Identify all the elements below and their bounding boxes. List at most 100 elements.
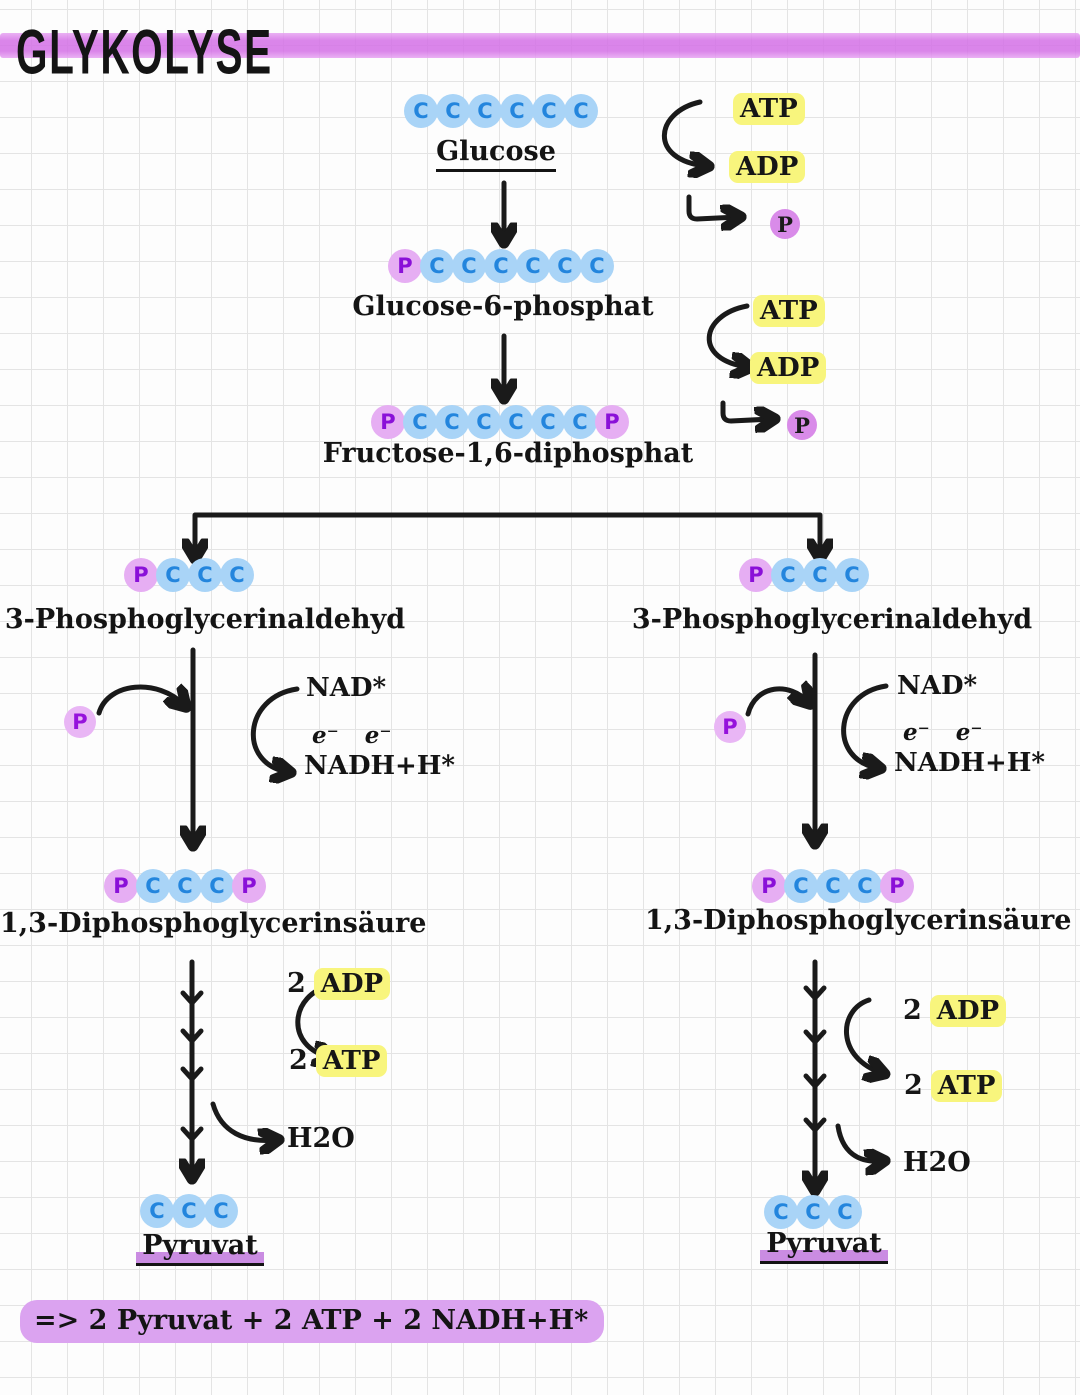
carbon-atom: C xyxy=(136,869,170,903)
carbon-atom: C xyxy=(532,94,566,128)
carbon-atom: C xyxy=(828,1195,862,1229)
atp-label-step2: ATP xyxy=(753,295,825,327)
carbon-atom: C xyxy=(156,558,190,592)
adp-label-step2: ADP xyxy=(750,352,827,384)
carbon-atom: C xyxy=(467,405,501,439)
electrons-label-left: e⁻ e⁻ xyxy=(312,722,392,749)
page-title: GLYKOLYSE xyxy=(16,17,273,88)
carbon-atom: C xyxy=(771,558,805,592)
carbon-atom: C xyxy=(580,249,614,283)
arrow-p-release-2 xyxy=(720,400,772,421)
adp-count-right: 2 xyxy=(903,995,922,1026)
carbon-atom: C xyxy=(484,249,518,283)
carbon-atom: C xyxy=(436,94,470,128)
arrow-atp-adp-1 xyxy=(662,99,706,166)
atp-row-left: 2 ATP xyxy=(289,1045,388,1077)
nadh-label-right: NADH+H* xyxy=(894,748,1045,778)
carbon-atom: C xyxy=(200,869,234,903)
carbon-atom: C xyxy=(784,869,818,903)
atp-count-left: 2 xyxy=(289,1045,308,1076)
arrow-nad-nadh-left xyxy=(251,686,300,772)
arrow-nad-nadh-right xyxy=(841,683,889,768)
net-yield-summary: => 2 Pyruvat + 2 ATP + 2 NADH+H* xyxy=(20,1300,605,1343)
phosphate-badge-step2: P xyxy=(787,410,817,440)
arrow-atp-adp-2 xyxy=(706,303,748,367)
arrow-p-in-left xyxy=(96,687,184,716)
carbon-atom: C xyxy=(188,558,222,592)
phosphate-atom: P xyxy=(124,558,158,592)
arrow-tick xyxy=(803,1117,827,1133)
carbon-atom: C xyxy=(204,1194,238,1228)
electrons-label-right: e⁻ e⁻ xyxy=(903,719,983,746)
phosphate-in-right: P xyxy=(714,711,746,743)
pga-left-label: 3-Phosphoglycerinaldehyd xyxy=(4,604,406,635)
glucose6p-label: Glucose-6-phosphat xyxy=(352,291,654,322)
arrow-tick xyxy=(180,990,204,1006)
arrow-p-in-right xyxy=(745,689,808,717)
carbon-atom: C xyxy=(452,249,486,283)
dpg-right-label: 1,3-Diphosphoglycerinsäure xyxy=(645,905,1072,936)
carbon-atom: C xyxy=(403,405,437,439)
arrow-tick xyxy=(803,1073,827,1089)
carbon-atom: C xyxy=(140,1194,174,1228)
pyruvat-right-label-text: Pyruvat xyxy=(760,1228,888,1264)
pyruvat-left-label: Pyruvat xyxy=(136,1230,264,1266)
phosphate-in-left: P xyxy=(64,706,96,738)
phosphate-atom: P xyxy=(104,869,138,903)
carbon-atom: C xyxy=(172,1194,206,1228)
adp-row-left: 2 ADP xyxy=(287,968,391,1000)
carbon-atom: C xyxy=(468,94,502,128)
carbon-atom: C xyxy=(848,869,882,903)
adp-label-step1: ADP xyxy=(729,151,806,183)
carbon-atom: C xyxy=(531,405,565,439)
carbon-atom: C xyxy=(796,1195,830,1229)
carbon-atom: C xyxy=(816,869,850,903)
arrow-tick xyxy=(180,1126,204,1142)
carbon-atom: C xyxy=(168,869,202,903)
carbon-atom: C xyxy=(220,558,254,592)
carbon-atom: C xyxy=(499,405,533,439)
glucose-label-text: Glucose xyxy=(436,136,556,172)
adp-label-left: ADP xyxy=(313,968,391,1000)
fructose16dp-label: Fructose-1,6-diphosphat xyxy=(322,438,694,469)
carbon-atom: C xyxy=(548,249,582,283)
carbon-atom: C xyxy=(835,558,869,592)
phosphate-atom: P xyxy=(232,869,266,903)
arrow-h2o-right xyxy=(835,1123,882,1161)
dpg-left-label: 1,3-Diphosphoglycerinsäure xyxy=(0,908,427,939)
atp-label-left: ATP xyxy=(315,1045,388,1077)
phosphate-atom: P xyxy=(739,558,773,592)
arrow-tick xyxy=(180,1028,204,1044)
pga-right-label: 3-Phosphoglycerinaldehyd xyxy=(631,604,1033,635)
adp-label-right: ADP xyxy=(929,995,1007,1027)
carbon-atom: C xyxy=(516,249,550,283)
arrow-adp-atp-right xyxy=(844,997,882,1073)
h2o-label-left: H2O xyxy=(287,1123,355,1154)
arrow-h2o-left xyxy=(210,1101,276,1140)
phosphate-atom: P xyxy=(880,869,914,903)
nad-label-left: NAD* xyxy=(306,673,387,703)
adp-count-left: 2 xyxy=(287,968,306,999)
nad-label-right: NAD* xyxy=(897,671,978,701)
carbon-atom: C xyxy=(564,94,598,128)
arrow-tick xyxy=(180,1066,204,1082)
title-highlighter-bar xyxy=(0,33,1080,58)
nadh-label-left: NADH+H* xyxy=(304,751,455,781)
atp-label-step1: ATP xyxy=(733,93,805,125)
phosphate-atom: P xyxy=(388,249,422,283)
pyruvat-right-label: Pyruvat xyxy=(760,1228,888,1264)
atp-row-right: 2 ATP xyxy=(904,1070,1003,1102)
h2o-label-right: H2O xyxy=(903,1147,971,1178)
phosphate-atom: P xyxy=(752,869,786,903)
phosphate-badge-step1: P xyxy=(770,209,800,239)
arrow-p-release-1 xyxy=(686,194,738,219)
